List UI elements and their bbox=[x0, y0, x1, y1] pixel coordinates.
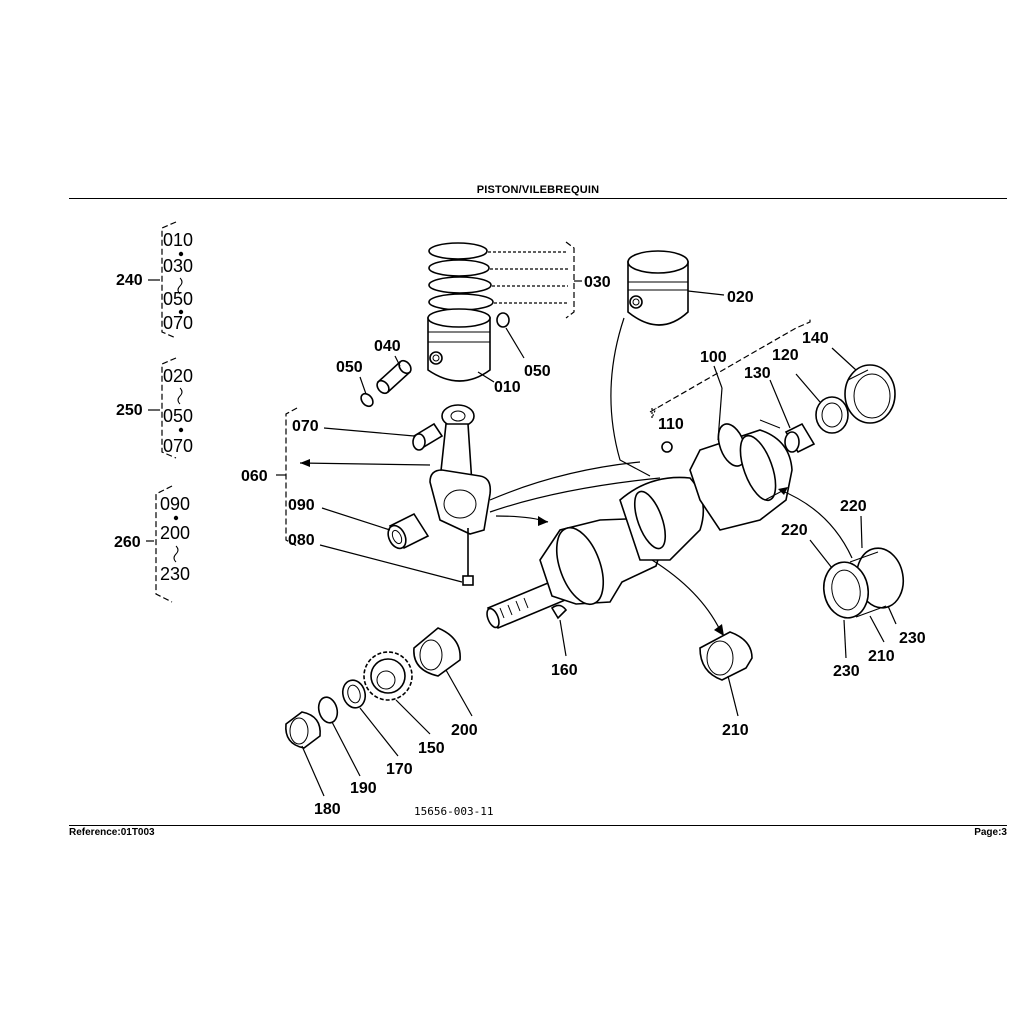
callout-050-right: 050 bbox=[524, 363, 551, 380]
callout-020: 020 bbox=[727, 289, 754, 306]
crankshaft-gear[interactable] bbox=[363, 651, 413, 701]
crankshaft[interactable] bbox=[485, 419, 793, 630]
page-title: PISTON/VILEBREQUIN bbox=[476, 184, 600, 196]
range-tilde bbox=[177, 277, 183, 295]
leader-lines bbox=[301, 318, 897, 797]
bushing-130[interactable] bbox=[784, 422, 816, 454]
group-240-label: 240 bbox=[116, 272, 143, 289]
callout-180: 180 bbox=[314, 801, 341, 818]
rod-bolt[interactable] bbox=[462, 528, 474, 586]
group-250-item: 070 bbox=[163, 436, 193, 456]
callout-210-center: 210 bbox=[722, 722, 749, 739]
callout-130: 130 bbox=[744, 365, 771, 382]
seal-180[interactable] bbox=[285, 711, 321, 749]
callout-010: 010 bbox=[494, 379, 521, 396]
thrust-bearing-220[interactable] bbox=[819, 544, 907, 621]
callout-040: 040 bbox=[374, 338, 401, 355]
callout-230-left: 230 bbox=[833, 663, 860, 680]
piston-assembly[interactable] bbox=[427, 308, 491, 382]
oil-seal-140[interactable] bbox=[844, 364, 896, 424]
rod-bearing[interactable] bbox=[385, 512, 430, 551]
callout-110: 110 bbox=[658, 416, 684, 433]
footer-rule bbox=[69, 825, 1007, 826]
callout-230-right: 230 bbox=[899, 630, 926, 647]
piston-pin[interactable] bbox=[375, 358, 414, 395]
header-rule bbox=[69, 198, 1007, 199]
group-260-item: 200 bbox=[160, 523, 190, 543]
range-tilde bbox=[177, 387, 183, 405]
group-260-label: 260 bbox=[114, 534, 141, 551]
callout-220-upper: 220 bbox=[840, 498, 867, 515]
callout-090: 090 bbox=[288, 497, 315, 514]
group-250-label: 250 bbox=[116, 402, 143, 419]
arrow-head bbox=[300, 459, 310, 467]
bullet-dot bbox=[173, 515, 179, 521]
kit-group-250[interactable]: 250 020 050 070 bbox=[116, 357, 193, 459]
small-end-bushing[interactable] bbox=[412, 422, 444, 451]
bearing-120[interactable] bbox=[815, 396, 849, 434]
kit-group-240[interactable]: 240 010 030 050 070 bbox=[116, 221, 193, 339]
diagram-code: 15656-003-11 bbox=[414, 805, 493, 818]
bullet-dot bbox=[178, 427, 184, 433]
callout-060: 060 bbox=[241, 468, 268, 485]
callout-200: 200 bbox=[451, 722, 478, 739]
main-bearing-210[interactable] bbox=[699, 631, 753, 681]
callout-070: 070 bbox=[292, 418, 319, 435]
woodruff-key[interactable] bbox=[550, 604, 568, 620]
connecting-rod[interactable] bbox=[429, 404, 492, 535]
callout-150: 150 bbox=[418, 740, 445, 757]
group-260-item: 230 bbox=[160, 564, 190, 584]
circlip-left[interactable] bbox=[359, 391, 376, 408]
callout-210-right: 210 bbox=[868, 648, 895, 665]
callout-160: 160 bbox=[551, 662, 578, 679]
rod-assembly-bracket bbox=[285, 407, 298, 547]
kit-group-260[interactable]: 260 090 200 230 bbox=[114, 485, 190, 603]
collar-170[interactable] bbox=[340, 678, 368, 711]
o-ring-190[interactable] bbox=[316, 695, 340, 725]
bullet-dot bbox=[178, 309, 184, 315]
group-250-item: 050 bbox=[163, 406, 193, 426]
piston[interactable] bbox=[627, 250, 725, 326]
oil-plug[interactable] bbox=[661, 441, 673, 453]
callout-170: 170 bbox=[386, 761, 413, 778]
callout-050-left: 050 bbox=[336, 359, 363, 376]
callout-220-lower: 220 bbox=[781, 522, 808, 539]
callout-080: 080 bbox=[288, 532, 315, 549]
callout-030: 030 bbox=[584, 274, 611, 291]
callout-190: 190 bbox=[350, 780, 377, 797]
page-number: Page:3 bbox=[974, 827, 1007, 838]
bullet-dot bbox=[178, 251, 184, 257]
reference-label: Reference:01T003 bbox=[69, 827, 155, 838]
group-240-item: 050 bbox=[163, 289, 193, 309]
callout-120: 120 bbox=[772, 347, 799, 364]
group-240-item: 070 bbox=[163, 313, 193, 333]
group-250-item: 020 bbox=[163, 366, 193, 386]
group-260-item: 090 bbox=[160, 494, 190, 514]
group-240-item: 030 bbox=[163, 256, 193, 276]
callout-100: 100 bbox=[700, 349, 727, 366]
callout-140: 140 bbox=[802, 330, 829, 347]
range-tilde bbox=[173, 545, 179, 563]
group-240-item: 010 bbox=[163, 230, 193, 250]
bearing-200[interactable] bbox=[413, 627, 461, 677]
circlip-right[interactable] bbox=[496, 312, 510, 328]
piston-rings[interactable] bbox=[428, 241, 582, 319]
